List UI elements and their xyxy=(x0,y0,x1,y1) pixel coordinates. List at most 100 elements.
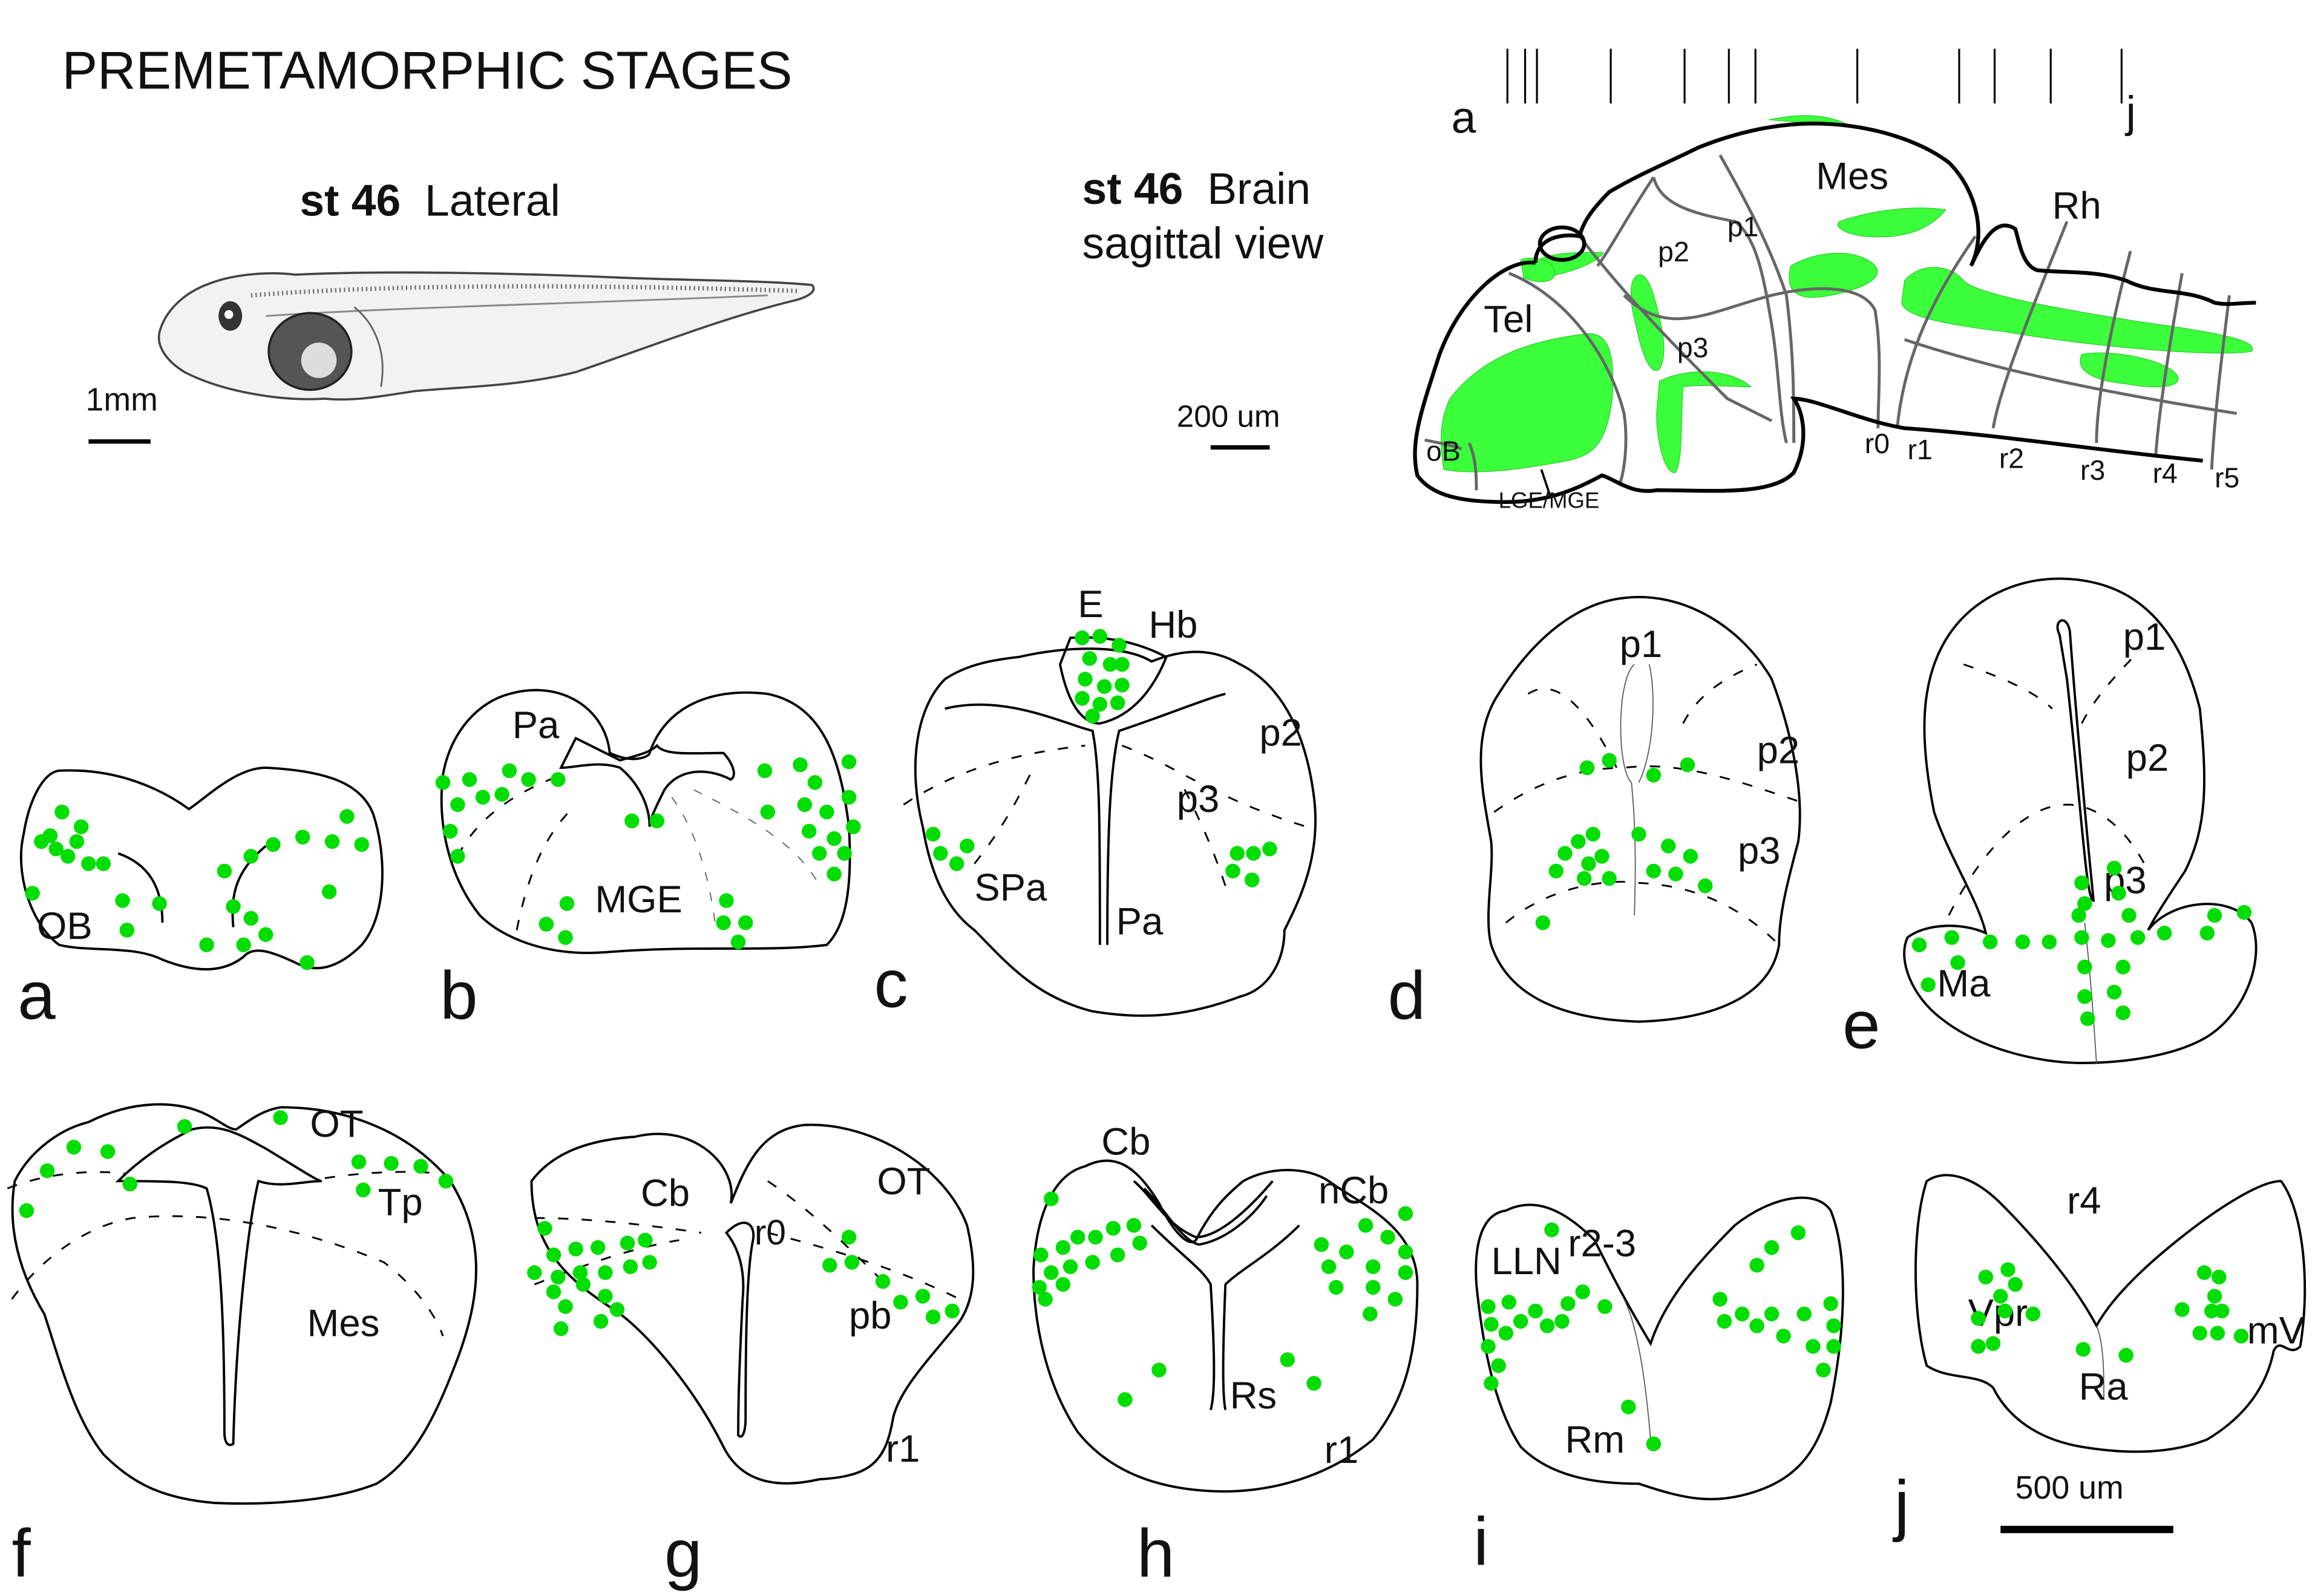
label-dot xyxy=(1339,1244,1354,1260)
label-dot xyxy=(413,1159,428,1174)
label-dot xyxy=(827,866,842,881)
label-dot xyxy=(846,819,861,834)
pineal-outline xyxy=(1537,225,1586,262)
label-dot xyxy=(1230,846,1245,861)
label-dot xyxy=(624,813,640,829)
label-dot xyxy=(1481,1299,1496,1314)
label-dot xyxy=(1646,767,1662,783)
label-dot xyxy=(2077,960,2092,975)
label-dot xyxy=(266,837,281,852)
label-dot xyxy=(2156,926,2172,941)
label-dot xyxy=(1132,1235,1147,1251)
label-dot xyxy=(199,937,214,952)
section-b: Pa MGE b xyxy=(435,688,861,1033)
label-dot xyxy=(598,1289,613,1304)
label-dot xyxy=(812,846,827,861)
label-dot xyxy=(1776,1329,1791,1344)
label-dot xyxy=(351,1154,367,1169)
label-dot xyxy=(591,1240,606,1255)
lateral-view: st 46 Lateral 1mm xyxy=(86,175,815,444)
region-mes: Mes xyxy=(1816,155,1888,197)
label-rs: Rs xyxy=(1230,1375,1277,1417)
label-dot xyxy=(716,915,731,930)
rhombomere-r1: r1 xyxy=(1908,434,1933,465)
label-dot xyxy=(48,841,64,857)
label-p3-d: p3 xyxy=(1738,830,1781,872)
label-dot xyxy=(354,837,370,852)
label-dot xyxy=(1816,1362,1831,1378)
label-dot xyxy=(1554,1313,1570,1329)
label-dot xyxy=(738,915,753,930)
label-dot xyxy=(2121,908,2137,923)
panel-letter-a: a xyxy=(18,957,56,1033)
label-ncb: nCb xyxy=(1318,1169,1389,1212)
label-dot xyxy=(1151,1362,1167,1378)
label-dot xyxy=(1044,1265,1059,1280)
label-dot xyxy=(1105,1221,1121,1236)
label-dot xyxy=(2215,1303,2230,1319)
label-dot xyxy=(1055,1277,1071,1292)
label-dot xyxy=(2077,896,2092,911)
label-dot xyxy=(2101,933,2116,948)
label-dot xyxy=(1698,878,1713,894)
label-dot xyxy=(2236,904,2252,920)
label-dot xyxy=(551,772,566,787)
label-dot xyxy=(226,899,241,914)
label-dot xyxy=(177,1119,192,1134)
label-dot xyxy=(1680,757,1695,773)
label-dot xyxy=(122,1176,137,1192)
label-dot xyxy=(450,849,465,864)
label-dot xyxy=(443,823,458,839)
label-dot xyxy=(1075,691,1090,706)
label-dot xyxy=(1985,1336,2001,1351)
label-p2-e: p2 xyxy=(2126,737,2169,779)
label-dot xyxy=(1749,1258,1764,1273)
label-dot xyxy=(1092,696,1108,712)
section-e: p1 p2 p3 Ma e xyxy=(1842,577,2258,1064)
zone-rh-dorsal xyxy=(1901,267,2253,354)
label-dot xyxy=(1321,1259,1337,1274)
panel-letter-b: b xyxy=(440,957,477,1033)
label-dots-b xyxy=(435,754,861,950)
lateral-stage: st 46 xyxy=(300,175,401,225)
label-dot xyxy=(1501,1295,1516,1310)
region-p2: p2 xyxy=(1658,236,1689,267)
label-dots-h xyxy=(1032,1191,1413,1407)
label-dot xyxy=(1997,1303,2012,1319)
panel-letter-j: j xyxy=(1893,1467,1910,1543)
label-dot xyxy=(1560,1296,1576,1311)
label-dot xyxy=(1597,1299,1613,1314)
label-dot xyxy=(551,1269,566,1284)
label-dot xyxy=(1398,1265,1413,1280)
label-dot xyxy=(1683,849,1698,864)
zone-p3-dorsal xyxy=(1630,274,1665,371)
label-ra: Ra xyxy=(2079,1365,2129,1408)
section-i: LLN r2-3 Rm i xyxy=(1473,1196,1844,1580)
label-dot xyxy=(1920,977,1936,992)
label-ot-f: OT xyxy=(310,1103,363,1145)
figure-title: PREMETAMORPHIC STAGES xyxy=(62,41,792,100)
label-dot xyxy=(623,1259,638,1274)
label-dot xyxy=(572,1265,588,1280)
label-dot xyxy=(1535,915,1551,930)
label-dot xyxy=(1749,1318,1764,1333)
label-dot xyxy=(1581,856,1596,871)
zone-mes-ventral xyxy=(1837,208,1947,238)
label-dot xyxy=(1548,863,1564,878)
label-dots-c xyxy=(925,629,1277,888)
label-dot xyxy=(827,831,842,846)
label-dot xyxy=(2106,984,2122,1000)
label-pb: pb xyxy=(849,1295,892,1337)
label-dot xyxy=(1978,1269,1994,1284)
section-j: r4 Vpr Ra mV j 500 um xyxy=(1893,1174,2307,1543)
label-dot xyxy=(1594,849,1609,864)
label-dot xyxy=(1911,937,1927,952)
label-dot xyxy=(1366,1280,1381,1295)
label-dot xyxy=(2074,875,2089,891)
label-ot-g: OT xyxy=(877,1160,930,1203)
label-cb-g: Cb xyxy=(641,1172,690,1215)
label-dot xyxy=(1102,656,1118,672)
label-dot xyxy=(81,856,96,871)
label-dot xyxy=(2233,1329,2249,1344)
